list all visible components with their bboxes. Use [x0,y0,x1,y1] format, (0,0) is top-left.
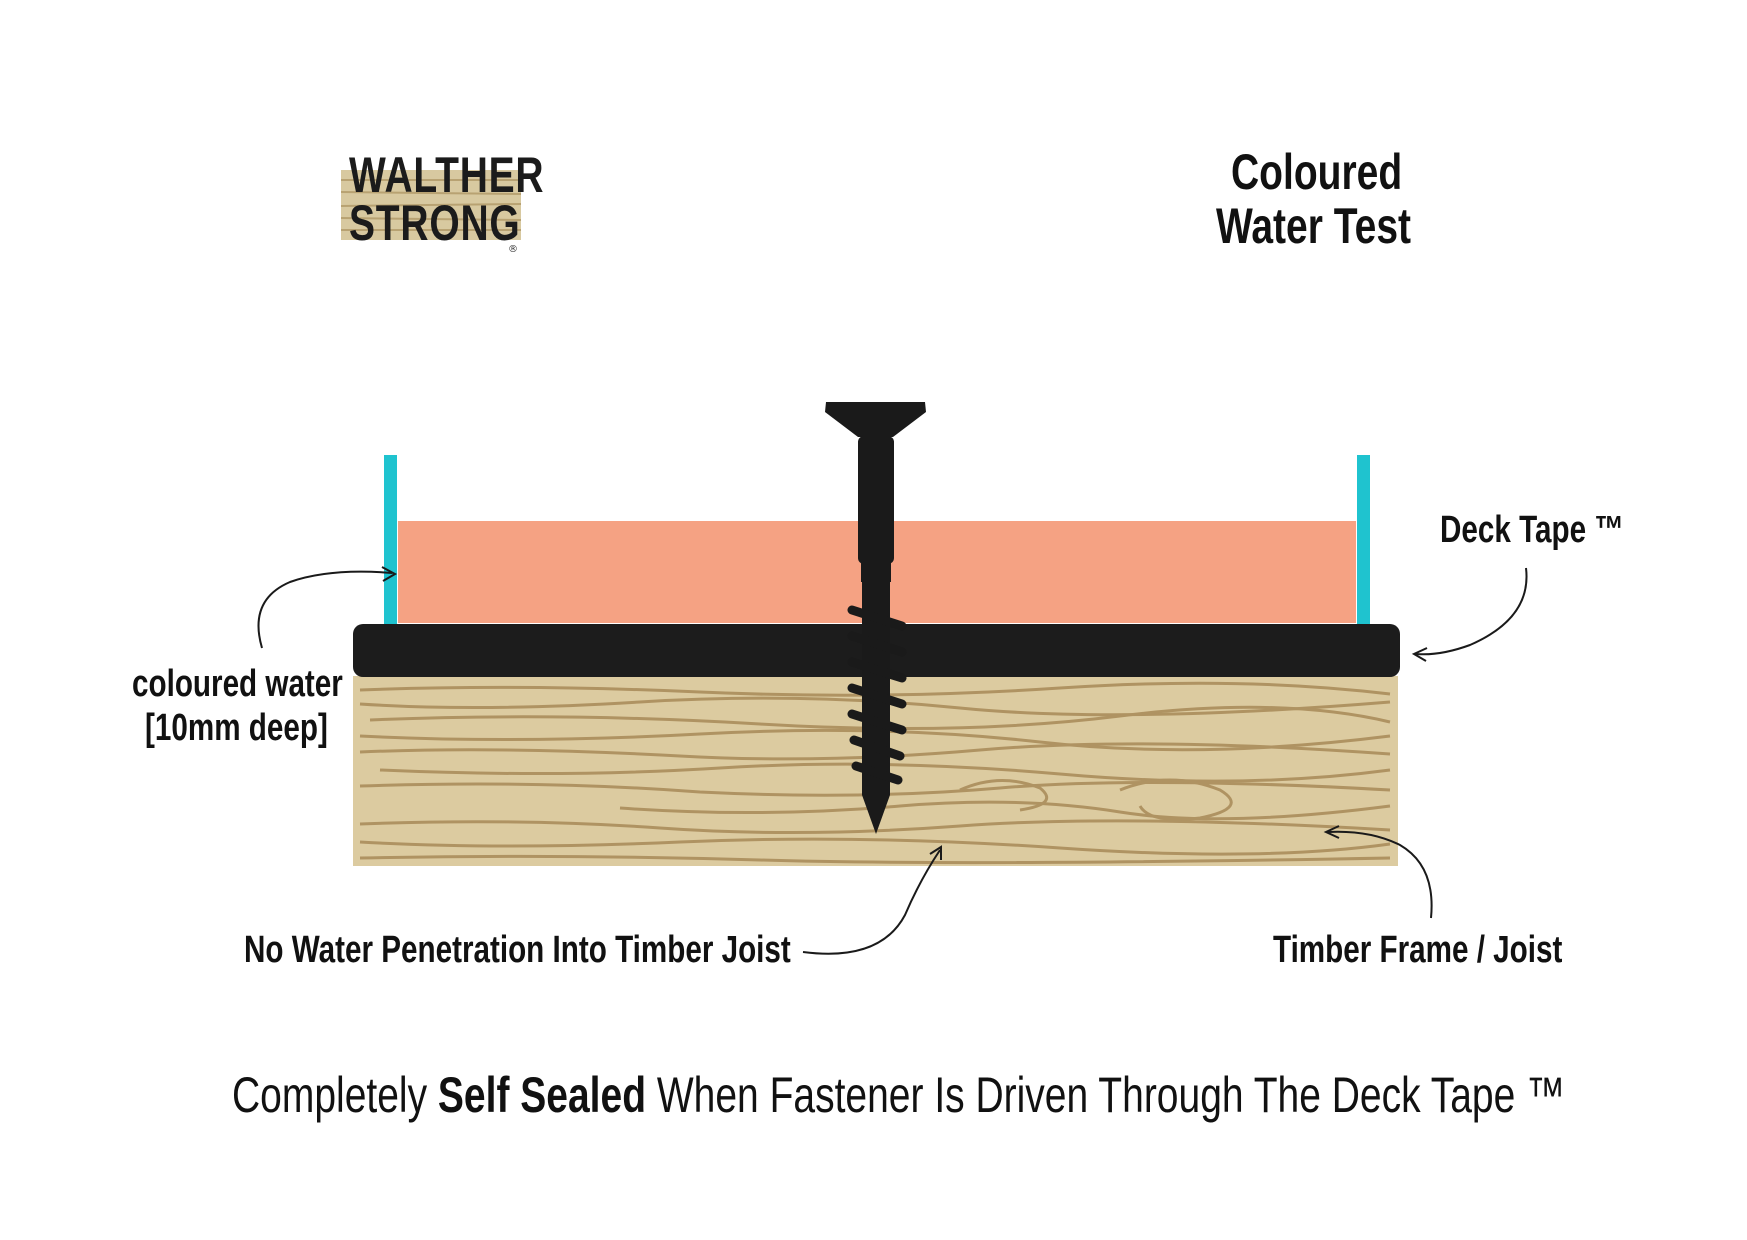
logo-line-2: STRONG [349,195,521,251]
arrow-icon [1411,647,1428,662]
label-deck-tape: Deck Tape ™ [1440,509,1624,551]
arrow-icon [381,566,398,582]
logo-wood-background [341,170,521,240]
arrow-icon [257,570,393,649]
arrow-icon [1323,825,1340,839]
brand-logo: WALTHER STRONG ® [341,148,544,258]
arrow-icon [1327,830,1433,919]
arrow-icon [802,849,941,955]
footer-part-1: Completely [232,1067,438,1123]
logo-registered-mark: ® [508,244,518,255]
label-timber-frame: Timber Frame / Joist [1273,929,1563,971]
label-coloured-water: coloured water [132,663,343,705]
label-water-depth: [10mm deep] [145,707,328,749]
screw-icon [825,402,926,834]
title-line-1: Coloured [1231,144,1403,200]
container-wall-left [384,455,397,625]
arrow-icon [929,845,942,860]
footer-part-2: When Fastener Is Driven Through The Deck… [646,1067,1566,1123]
footer-caption: Completely Self Sealed When Fastener Is … [232,1067,1565,1123]
arrow-icon [1415,567,1528,656]
container-wall-right [1357,455,1370,625]
logo-line-1: WALTHER [349,147,545,203]
title-line-2: Water Test [1216,198,1412,254]
label-no-water-penetration: No Water Penetration Into Timber Joist [244,929,791,971]
footer-bold: Self Sealed [437,1067,647,1123]
